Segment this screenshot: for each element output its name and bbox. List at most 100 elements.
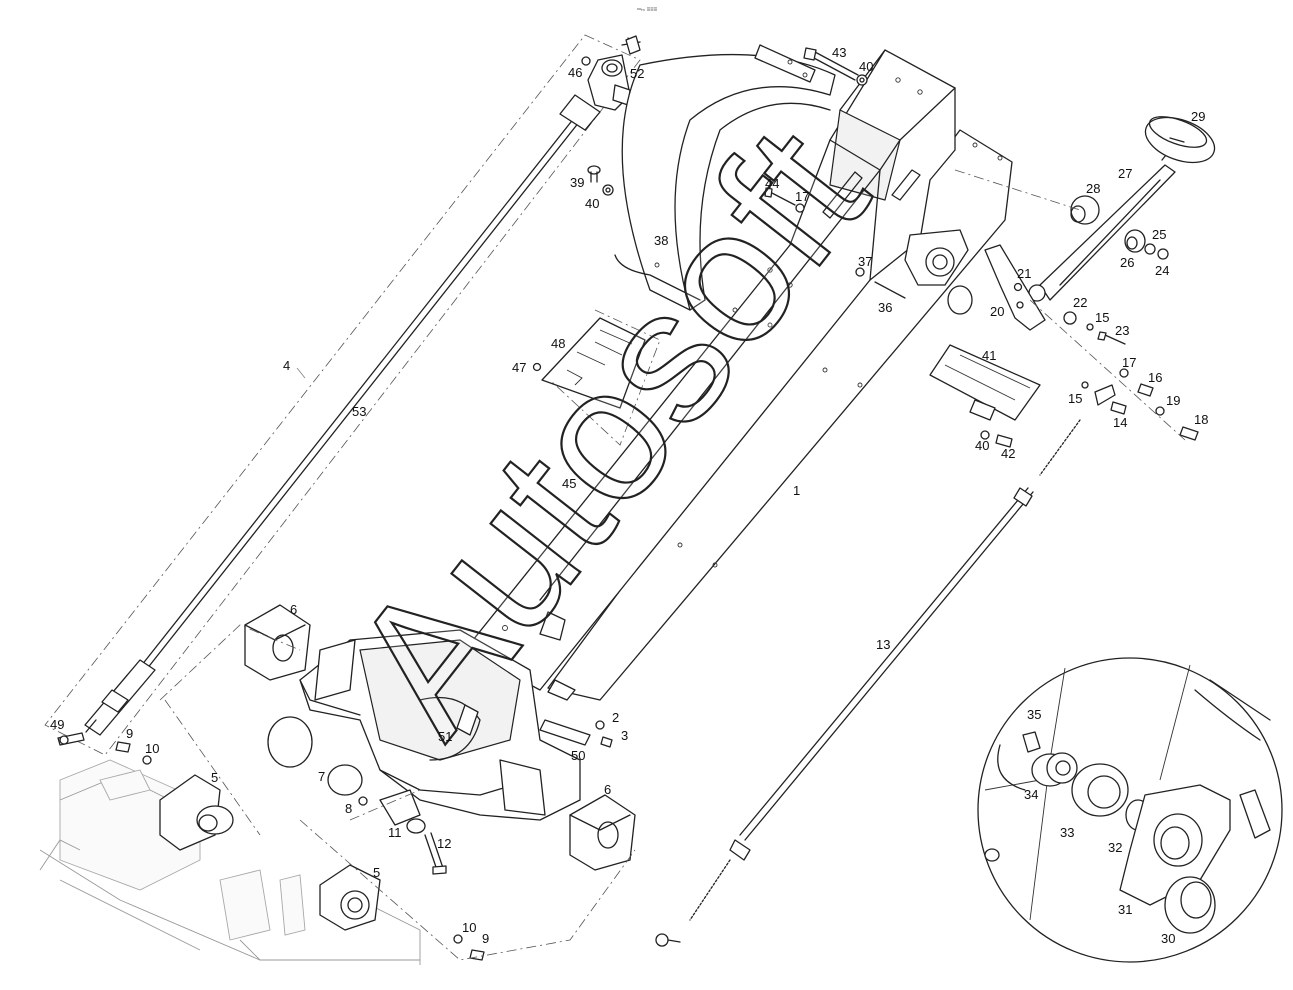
decal-48	[541, 317, 646, 409]
callout-18: 18	[1194, 412, 1208, 427]
bracket-small	[379, 789, 421, 826]
callout-47: 47	[512, 360, 526, 375]
callout-5b: 5	[373, 865, 380, 880]
bolt-9-top	[115, 741, 152, 765]
callout-46: 46	[568, 65, 582, 80]
callout-14: 14	[1113, 415, 1127, 430]
bolt-42	[995, 434, 1013, 448]
pin-49	[57, 732, 85, 746]
callout-36: 36	[878, 300, 892, 315]
bolt-43	[803, 47, 859, 81]
callout-20: 20	[990, 304, 1004, 319]
callout-6b: 6	[604, 782, 611, 797]
callout-6a: 6	[290, 602, 297, 617]
callout-5a: 5	[211, 770, 218, 785]
callout-53: 53	[352, 404, 366, 419]
callout-43: 43	[832, 45, 846, 60]
bar-50	[539, 719, 591, 746]
screw-47	[532, 362, 542, 372]
callout-29: 29	[1191, 109, 1205, 124]
clevis-52	[587, 35, 641, 111]
callout-12: 12	[437, 836, 451, 851]
bolt-44	[764, 187, 805, 213]
callout-15a: 15	[1095, 310, 1109, 325]
washer-40-low	[980, 430, 990, 440]
callout-16: 16	[1148, 370, 1162, 385]
callout-40c: 40	[975, 438, 989, 453]
callout-2: 2	[612, 710, 619, 725]
callout-34: 34	[1024, 787, 1038, 802]
callout-44: 44	[765, 176, 779, 191]
callout-52: 52	[630, 66, 644, 81]
callout-1: 1	[793, 483, 800, 498]
callout-37: 37	[858, 254, 872, 269]
header-mark: ═ₘ ≡≡≡	[636, 7, 658, 13]
bolt-39	[587, 165, 614, 196]
callout-45: 45	[562, 476, 576, 491]
roller-26	[1124, 229, 1169, 260]
callout-31: 31	[1118, 902, 1132, 917]
bolt-3	[600, 736, 613, 748]
housing-51	[299, 629, 581, 821]
callout-3: 3	[621, 728, 628, 743]
flange-5-bottom	[319, 864, 381, 931]
callout-32: 32	[1108, 840, 1122, 855]
bushing-28	[1070, 195, 1100, 225]
callout-8: 8	[345, 801, 352, 816]
callout-4: 4	[283, 358, 290, 373]
handle-41	[929, 344, 1041, 421]
callout-35: 35	[1027, 707, 1041, 722]
callout-25: 25	[1152, 227, 1166, 242]
callout-41: 41	[982, 348, 996, 363]
base-frame-ghost	[39, 759, 421, 965]
knob-29	[1144, 116, 1216, 164]
pivot-36	[855, 229, 973, 315]
bolt-12	[406, 818, 447, 875]
cable-13	[655, 419, 1081, 947]
callout-27: 27	[1118, 166, 1132, 181]
callout-48: 48	[551, 336, 565, 351]
callout-50: 50	[571, 748, 585, 763]
callout-15b: 15	[1068, 391, 1082, 406]
detail-circle	[977, 657, 1283, 963]
callout-23: 23	[1115, 323, 1129, 338]
callout-9b: 9	[482, 931, 489, 946]
plate-20	[984, 244, 1126, 345]
small-fasteners	[1081, 368, 1199, 441]
callout-49: 49	[50, 717, 64, 732]
callout-22: 22	[1073, 295, 1087, 310]
bracket-38	[614, 44, 836, 311]
callout-42: 42	[1001, 446, 1015, 461]
callout-10b: 10	[462, 920, 476, 935]
callout-30: 30	[1161, 931, 1175, 946]
block-6-top	[244, 604, 311, 681]
callout-33: 33	[1060, 825, 1074, 840]
callout-layer: 1 2 3 4 5 5 6 6 7 8 9 9 10 10 11 12 13 1…	[50, 45, 1208, 946]
bolt-9-bottom	[453, 934, 485, 961]
rod-53	[84, 94, 601, 736]
washer-8	[358, 796, 368, 806]
block-6-bottom	[569, 794, 636, 871]
nut-46	[581, 56, 591, 66]
callout-38: 38	[654, 233, 668, 248]
callout-40a: 40	[859, 59, 873, 74]
cap-7	[327, 764, 363, 796]
flange-5-top	[159, 774, 234, 851]
rod-assembly-outline	[44, 34, 641, 756]
callout-40b: 40	[585, 196, 599, 211]
callout-11: 11	[388, 825, 402, 840]
callout-10a: 10	[145, 741, 159, 756]
callout-13: 13	[876, 637, 890, 652]
callout-19: 19	[1166, 393, 1180, 408]
lever-27	[1028, 149, 1176, 302]
callout-39: 39	[570, 175, 584, 190]
washer-40-top	[856, 74, 868, 86]
tower-45	[464, 49, 1013, 701]
disc-left	[267, 716, 313, 768]
callout-26: 26	[1120, 255, 1134, 270]
callout-17b: 17	[1122, 355, 1136, 370]
washer-2	[595, 720, 605, 730]
callout-51: 51	[438, 729, 452, 744]
callout-21: 21	[1017, 266, 1031, 281]
